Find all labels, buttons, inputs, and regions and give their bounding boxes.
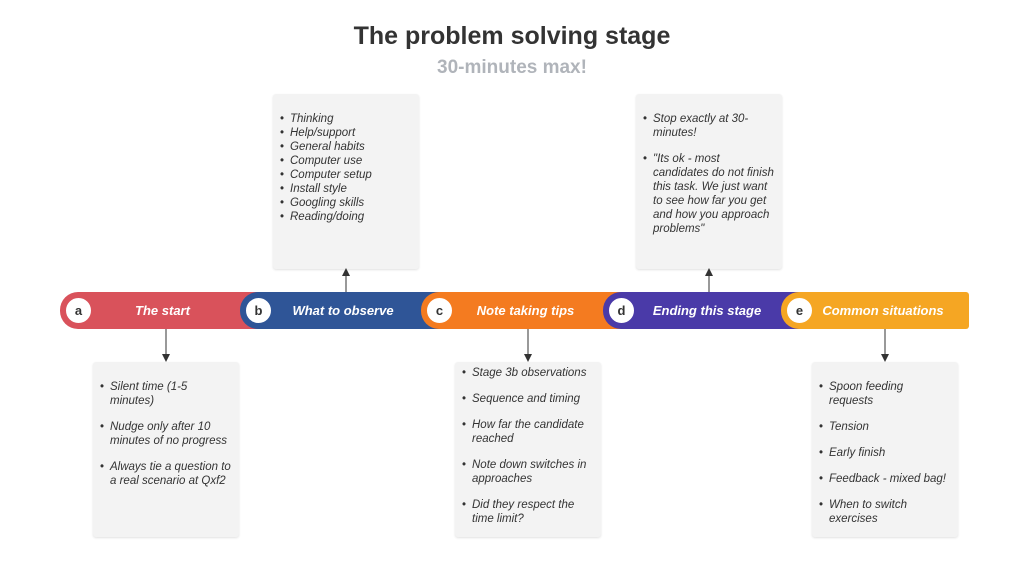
stage-label-c: Note taking tips <box>476 303 575 318</box>
note-b-item: General habits <box>280 140 411 154</box>
note-b-item: Computer setup <box>280 168 411 182</box>
note-e-item: Tension <box>819 420 950 434</box>
note-e-item: When to switch exercises <box>819 498 950 526</box>
note-d-item: "Its ok - most candidates do not finish … <box>643 152 774 236</box>
note-box-c: Stage 3b observations Sequence and timin… <box>455 362 601 537</box>
note-d-item: Stop exactly at 30-minutes! <box>643 112 774 140</box>
note-a-item: Nudge only after 10 minutes of no progre… <box>100 420 231 448</box>
note-b-item: Computer use <box>280 154 411 168</box>
page-subtitle: 30-minutes max! <box>437 57 587 78</box>
note-e-item: Feedback - mixed bag! <box>819 472 950 486</box>
note-c-item: Note down switches in approaches <box>462 458 593 486</box>
stage-marker-b: b <box>243 295 274 326</box>
note-b-item: Thinking <box>280 112 411 126</box>
note-e-item: Spoon feeding requests <box>819 380 950 408</box>
note-c-item: How far the candidate reached <box>462 418 593 446</box>
page-title: The problem solving stage <box>353 22 671 50</box>
note-b-item: Install style <box>280 182 411 196</box>
stage-label-e: Common situations <box>822 303 944 318</box>
stage-label-b: What to observe <box>292 303 394 318</box>
note-box-d: Stop exactly at 30-minutes! "Its ok - mo… <box>636 94 782 269</box>
note-box-a: Silent time (1-5 minutes) Nudge only aft… <box>93 362 239 537</box>
note-c-item: Stage 3b observations <box>462 366 593 380</box>
stage-label-d: Ending this stage <box>652 303 762 318</box>
note-c-item: Sequence and timing <box>462 392 593 406</box>
note-b-item: Help/support <box>280 126 411 140</box>
note-b-item: Googling skills <box>280 196 411 210</box>
stage-label-a: The start <box>135 303 190 318</box>
stage-marker-c: c <box>424 295 455 326</box>
note-b-item: Reading/doing <box>280 210 411 224</box>
note-box-b: Thinking Help/support General habits Com… <box>273 94 419 269</box>
stage-marker-d: d <box>606 295 637 326</box>
note-box-e: Spoon feeding requests Tension Early fin… <box>812 362 958 537</box>
note-a-item: Silent time (1-5 minutes) <box>100 380 231 408</box>
note-a-item: Always tie a question to a real scenario… <box>100 460 231 488</box>
stage-marker-a: a <box>63 295 94 326</box>
note-e-item: Early finish <box>819 446 950 460</box>
stage-marker-e: e <box>784 295 815 326</box>
note-c-item: Did they respect the time limit? <box>462 498 593 526</box>
